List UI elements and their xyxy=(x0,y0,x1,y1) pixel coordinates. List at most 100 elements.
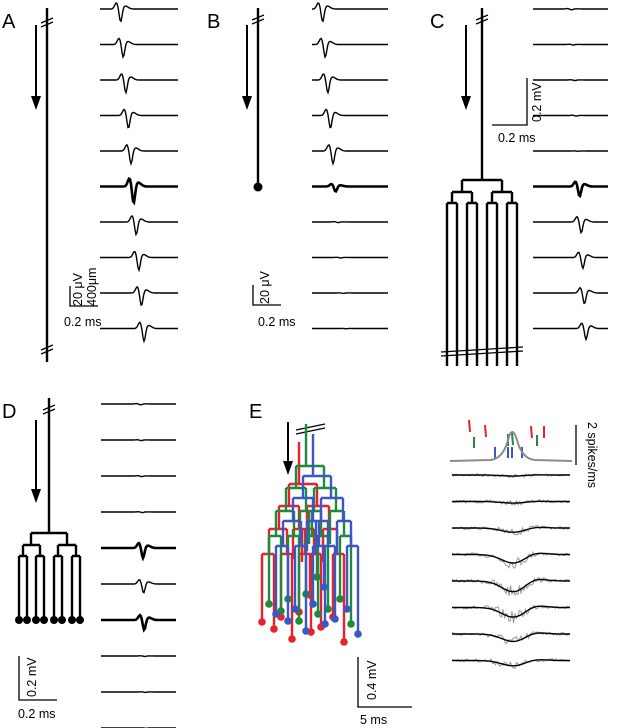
panel-a-scalebar: 20 μV 400μm 0.2 ms xyxy=(64,268,102,329)
panel-e: E 2 spikes/ms 0.4 mV 5 ms xyxy=(249,401,599,727)
blue-tree-terminal-4 xyxy=(302,627,310,635)
panel-b-scale-y-label: 20 μV xyxy=(258,270,272,304)
panel-e-mean-7 xyxy=(452,632,570,643)
panel-a-trace-10 xyxy=(100,321,178,344)
red-tree-terminal-2 xyxy=(270,625,278,633)
panel-e-mean-8 xyxy=(452,659,570,667)
panel-d-trace-3 xyxy=(101,475,176,478)
panel-d-traces xyxy=(101,402,176,728)
panel-c: C 0.2 mV 0.2 ms xyxy=(430,7,608,366)
panel-d-trace-4 xyxy=(101,510,176,514)
panel-c-trace-9 xyxy=(533,286,608,305)
panel-a-trace-6 xyxy=(100,176,178,206)
panel-b-trace-1 xyxy=(312,2,388,23)
panel-e-label: E xyxy=(249,401,262,423)
blue-tree-terminal-8 xyxy=(331,615,339,623)
blue-tree-terminal-2 xyxy=(284,617,292,625)
panel-d-trace-9 xyxy=(101,691,176,694)
panel-d: D 0.2 mV 0.2 ms xyxy=(2,398,176,728)
blue-tree-terminal-1 xyxy=(272,610,280,618)
panel-e-colored-trees xyxy=(258,422,362,646)
panel-d-axon-tree xyxy=(15,398,84,624)
panel-d-scalebar: 0.2 mV 0.2 ms xyxy=(18,656,57,721)
panel-d-scale-x-label: 0.2 ms xyxy=(18,707,56,721)
panel-b-trace-6 xyxy=(312,182,388,194)
panel-d-label: D xyxy=(2,401,16,423)
panel-c-trace-3 xyxy=(533,78,608,82)
panel-d-trace-1 xyxy=(101,402,176,406)
panel-a-trace-9 xyxy=(100,285,178,306)
panel-b-trace-7 xyxy=(312,221,388,224)
blue-tree-terminal-6 xyxy=(321,620,329,628)
panel-a-trace-5 xyxy=(100,143,178,167)
panel-c-label: C xyxy=(430,11,444,33)
panel-c-scale-x-label: 0.2 ms xyxy=(498,131,536,145)
panel-a-trace-8 xyxy=(100,251,178,273)
panel-e-noise-7 xyxy=(451,630,570,645)
green-tree-terminal-10 xyxy=(347,620,355,628)
firing-rate-curve xyxy=(449,431,573,462)
panel-c-trace-6 xyxy=(533,180,608,199)
panel-d-scale-y-label: 0.2 mV xyxy=(25,657,39,697)
panel-a-trace-3 xyxy=(100,73,178,95)
panel-e-scalebar: 0.4 mV 5 ms xyxy=(357,657,412,727)
panel-a-trace-4 xyxy=(100,108,178,129)
panel-b-scale-x-label: 0.2 ms xyxy=(258,315,296,329)
blue-tree-terminal-10 xyxy=(354,630,362,638)
panel-c-trace-4 xyxy=(533,114,608,117)
panel-c-scale-y-label: 0.2 mV xyxy=(530,82,544,122)
panel-e-traces xyxy=(451,472,570,670)
panel-e-noise-5 xyxy=(451,577,570,597)
panel-c-traces xyxy=(533,7,608,342)
green-tree-terminal-4 xyxy=(295,617,303,625)
panel-e-mean-2 xyxy=(452,500,570,504)
red-tree-terminal-1 xyxy=(258,618,266,626)
panel-a-trace-1 xyxy=(100,2,178,23)
panel-b: B 20 μV 0.2 ms xyxy=(207,2,388,330)
panel-a-traces xyxy=(100,2,178,344)
panel-e-mean-1 xyxy=(452,474,570,477)
panel-c-axon-tree xyxy=(440,8,524,366)
panel-a-scale-length-label: 400μm xyxy=(85,268,99,306)
green-tree-terminal-9 xyxy=(336,595,344,603)
panel-b-trace-4 xyxy=(312,108,388,129)
panel-b-axon xyxy=(242,8,265,192)
panel-a-scale-y-label: 20 μV xyxy=(71,272,85,306)
panel-b-trace-8 xyxy=(312,256,388,259)
panel-c-trace-1 xyxy=(533,7,608,11)
panel-d-trace-8 xyxy=(101,655,176,658)
panel-d-trace-5 xyxy=(101,541,176,562)
panel-b-trace-9 xyxy=(312,292,388,295)
panel-a-scale-x-label: 0.2 ms xyxy=(64,315,102,329)
panel-b-traces xyxy=(312,2,388,330)
blue-tree-terminal-3 xyxy=(291,605,299,613)
panel-b-trace-2 xyxy=(312,37,388,59)
panel-a-trace-7 xyxy=(100,214,178,237)
panel-c-trace-2 xyxy=(533,43,608,46)
panel-a: A 20 μV 400μm 0.2 ms xyxy=(2,2,178,362)
blue-tree-terminal-5 xyxy=(309,600,317,608)
panel-e-scale-rate-label: 2 spikes/ms xyxy=(585,422,599,488)
blue-tree-terminal-9 xyxy=(343,605,351,613)
green-tree-terminal-6 xyxy=(314,610,322,618)
panel-c-trace-5 xyxy=(533,150,608,153)
green-tree-terminal-1 xyxy=(265,600,273,608)
panel-e-noise-3 xyxy=(451,525,570,536)
green-tree-terminal-7 xyxy=(313,573,321,581)
panel-c-trace-10 xyxy=(533,322,608,342)
panel-a-axon xyxy=(31,8,54,362)
panel-c-trace-7 xyxy=(533,215,608,235)
panel-e-mean-3 xyxy=(452,526,570,534)
blue-tree-terminal-7 xyxy=(320,583,328,591)
panel-e-scale-x-label: 5 ms xyxy=(360,713,387,727)
panel-a-label: A xyxy=(2,11,16,33)
red-tree-terminal-4 xyxy=(288,635,296,643)
red-tree-terminal-10 xyxy=(340,638,348,646)
panel-c-scalebar: 0.2 mV 0.2 ms xyxy=(492,78,544,145)
panel-a-trace-2 xyxy=(100,37,178,59)
panel-b-label: B xyxy=(207,11,220,33)
panel-e-mean-4 xyxy=(452,552,570,564)
panel-e-raster: 2 spikes/ms xyxy=(449,419,599,488)
panel-b-trace-3 xyxy=(312,73,388,95)
